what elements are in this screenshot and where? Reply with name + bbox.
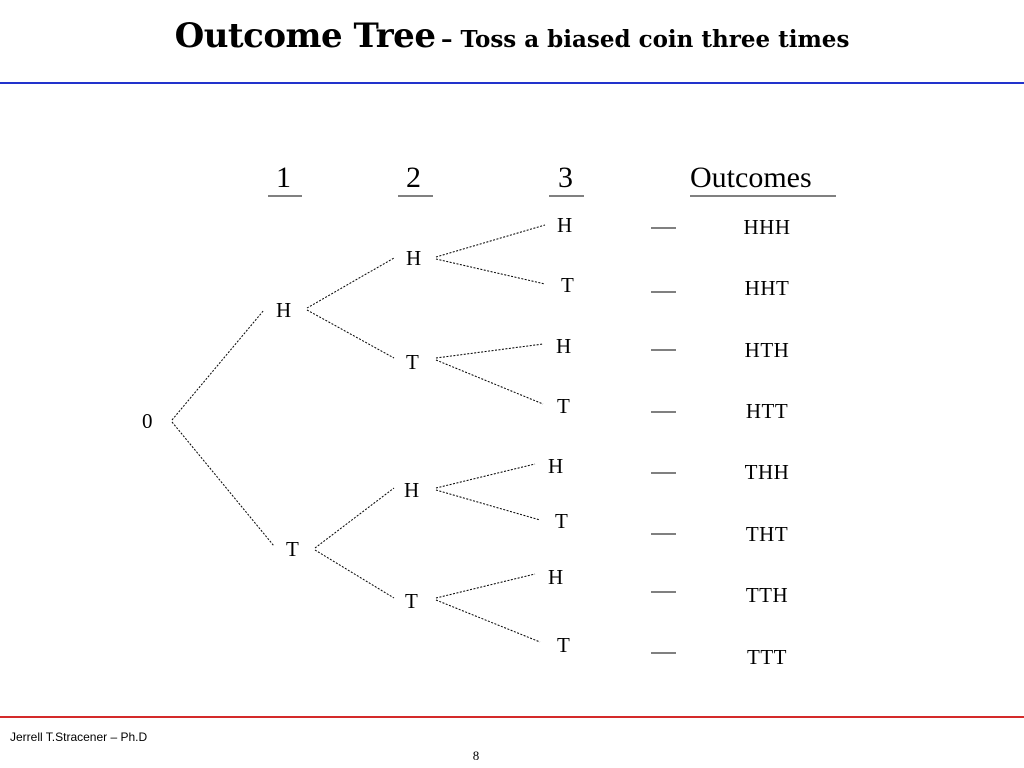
column-header-toss-2: 2 <box>406 161 421 194</box>
column-header-toss-1: 1 <box>276 161 291 194</box>
title-subtitle: – Toss a biased coin three times <box>441 26 850 53</box>
toss3-node: H <box>548 565 564 589</box>
branch-HT-T <box>435 359 544 405</box>
outcome-label: HTH <box>744 338 790 362</box>
branch-HT-H <box>435 343 544 359</box>
branch-T-H <box>314 487 395 549</box>
toss2-node: T <box>405 589 418 613</box>
toss3-node: H <box>556 334 572 358</box>
outcome-label: THT <box>745 522 789 546</box>
toss1-node: H <box>276 298 292 322</box>
toss3-node: T <box>557 633 570 657</box>
toss3-node: T <box>555 509 568 533</box>
toss3-node: H <box>557 213 573 237</box>
toss3-node: T <box>557 394 570 418</box>
outcome-label: TTH <box>745 583 789 607</box>
tree-root-node: 0 <box>142 409 153 433</box>
toss2-node: T <box>406 350 419 374</box>
branch-0-H <box>171 309 265 421</box>
column-header-outcomes: Outcomes <box>690 161 812 194</box>
bottom-divider <box>0 716 1024 718</box>
page-number: 8 <box>472 748 480 763</box>
branch-TT-H <box>435 573 536 599</box>
title-main: Outcome Tree <box>174 16 436 56</box>
outcome-label: HHH <box>743 215 791 239</box>
branch-HH-H <box>435 224 546 258</box>
footer-author: Jerrell T.Stracener – Ph.D <box>10 730 148 744</box>
branch-TH-T <box>435 489 541 521</box>
outcome-label: HTT <box>745 399 789 423</box>
branch-H-T <box>306 309 395 359</box>
outcome-label: TTT <box>747 645 787 669</box>
branch-TT-T <box>435 599 541 643</box>
toss2-node: H <box>404 478 420 502</box>
column-header-toss-3: 3 <box>558 161 573 194</box>
branch-H-H <box>306 257 395 309</box>
toss2-node: H <box>406 246 422 270</box>
outcome-label: THH <box>744 460 790 484</box>
toss3-node: T <box>561 273 574 297</box>
toss3-node: H <box>548 454 564 478</box>
slide-title: Outcome Tree – Toss a biased coin three … <box>0 16 1024 56</box>
branch-0-T <box>171 421 275 547</box>
branch-HH-T <box>435 258 546 285</box>
branch-T-T <box>314 549 395 599</box>
branch-TH-H <box>435 463 536 489</box>
outcome-label: HHT <box>744 276 790 300</box>
toss1-node: T <box>286 537 299 561</box>
top-divider <box>0 82 1024 84</box>
